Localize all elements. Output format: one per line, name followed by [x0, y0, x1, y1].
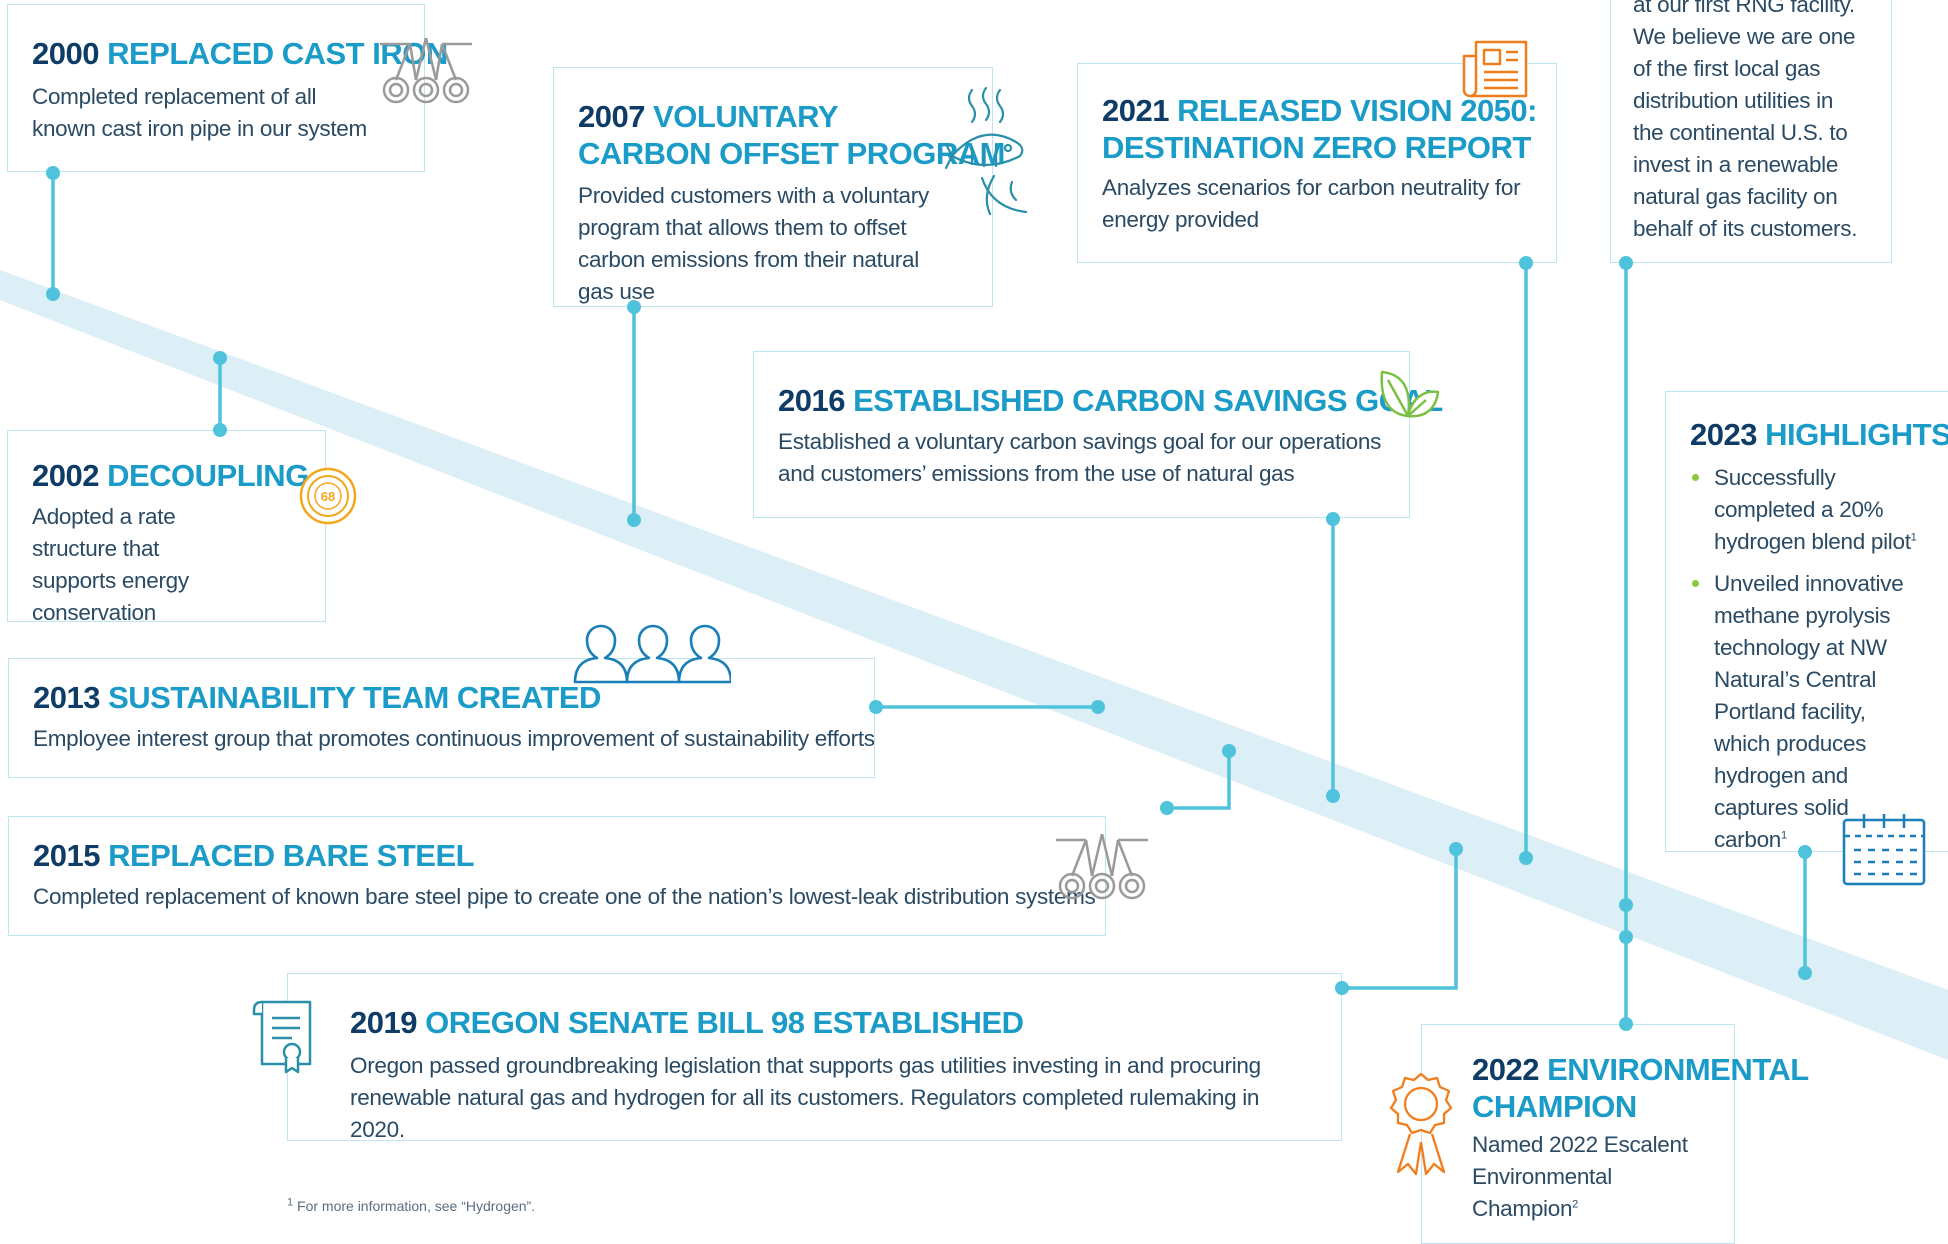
milestone-2016-title: ESTABLISHED CARBON SAVINGS GOAL [853, 383, 1443, 418]
milestone-2021-title-line2: DESTINATION ZERO REPORT [1102, 130, 1531, 165]
milestone-2022-title-line2: CHAMPION [1472, 1089, 1637, 1124]
milestone-2021-title-line1: RELEASED VISION 2050: [1177, 93, 1537, 128]
footnote-marker: 1 [1781, 829, 1787, 842]
milestone-2007-year: 2007 [578, 99, 645, 134]
milestone-2022-footnote-marker: 2 [1572, 1198, 1578, 1211]
milestone-2000-card: 2000 REPLACED CAST IRON Completed replac… [7, 4, 448, 172]
milestone-2016-card: 2016 ESTABLISHED CARBON SAVINGS GOAL Est… [753, 351, 1443, 518]
timeline-band [0, 270, 1948, 1060]
timeline-connectors [46, 166, 1812, 1031]
footnote-marker: 1 [1910, 531, 1917, 544]
list-item: Unveiled innovative methane pyrolysis te… [1690, 568, 1920, 856]
milestone-2023-card: 2023 HIGHLIGHTS Successfully completed a… [1665, 391, 1948, 852]
milestone-2019-card: 2019 OREGON SENATE BILL 98 ESTABLISHED O… [287, 973, 1342, 1142]
milestone-rng-card: at our first RNG facility. We believe we… [1610, 0, 1892, 263]
certificate-icon [252, 1000, 312, 1074]
calendar-icon [1842, 814, 1926, 886]
milestone-2023-title: HIGHLIGHTS [1765, 417, 1948, 452]
milestone-rng-body: at our first RNG facility. We believe we… [1633, 0, 1858, 241]
footnote: 1 For more information, see “Hydrogen”. [287, 1196, 536, 1214]
milestone-2015-title: REPLACED BARE STEEL [108, 838, 475, 873]
milestone-2023-bullet-2: Unveiled innovative methane pyrolysis te… [1714, 571, 1904, 852]
people-icon [573, 624, 731, 684]
footnote-text: For more information, see “Hydrogen”. [297, 1198, 536, 1214]
newspaper-icon [1462, 40, 1528, 98]
pipes-icon [1056, 834, 1148, 900]
thermostat-icon: 68 [299, 467, 357, 525]
milestone-2000-title: REPLACED CAST IRON [107, 36, 448, 71]
milestone-2016-body: Established a voluntary carbon savings g… [778, 429, 1382, 486]
milestone-2023-bullet-1: Successfully completed a 20% hydrogen bl… [1714, 465, 1911, 554]
leaves-icon [1380, 370, 1440, 418]
milestone-2019-title: OREGON SENATE BILL 98 ESTABLISHED [425, 1005, 1024, 1040]
milestone-2016-year: 2016 [778, 383, 845, 418]
milestone-2021-year: 2021 [1102, 93, 1169, 128]
milestone-2021-body: Analyzes scenarios for carbon neutrality… [1102, 175, 1521, 232]
pipes-icon [380, 38, 472, 104]
milestone-2022-title-line1: ENVIRONMENTAL [1547, 1052, 1809, 1087]
list-item: Successfully completed a 20% hydrogen bl… [1690, 462, 1920, 558]
milestone-2015-card: 2015 REPLACED BARE STEEL Completed repla… [8, 816, 1106, 936]
footnote-marker: 1 [287, 1196, 294, 1209]
milestone-2013-body: Employee interest group that promotes co… [33, 726, 875, 751]
milestone-2023-list: Successfully completed a 20% hydrogen bl… [1690, 462, 1920, 866]
milestone-2000-year: 2000 [32, 36, 99, 71]
milestone-2015-year: 2015 [33, 838, 100, 873]
milestone-2002-body: Adopted a rate structure that supports e… [32, 504, 189, 625]
award-ribbon-icon [1389, 1072, 1453, 1176]
milestone-2007-body: Provided customers with a voluntary prog… [578, 183, 929, 304]
milestone-2023-year: 2023 [1690, 417, 1757, 452]
milestone-2007-title-line2: CARBON OFFSET PROGRAM [578, 136, 1005, 171]
milestone-2015-body: Completed replacement of known bare stee… [33, 884, 1096, 909]
milestone-2002-card: 2002 DECOUPLING Adopted a rate structure… [7, 430, 326, 625]
milestone-2019-body: Oregon passed groundbreaking legislation… [350, 1053, 1261, 1142]
milestone-2000-body: Completed replacement of all known cast … [32, 84, 367, 141]
milestone-2002-title: DECOUPLING [107, 458, 309, 493]
milestone-2022-year: 2022 [1472, 1052, 1539, 1087]
milestone-2019-year: 2019 [350, 1005, 417, 1040]
thermostat-value: 68 [321, 489, 335, 504]
fish-icon [944, 86, 1028, 216]
milestone-2007-title-line1: VOLUNTARY [653, 99, 839, 134]
milestone-2013-year: 2013 [33, 680, 100, 715]
milestone-2013-title: SUSTAINABILITY TEAM CREATED [108, 680, 601, 715]
milestone-2002-year: 2002 [32, 458, 99, 493]
